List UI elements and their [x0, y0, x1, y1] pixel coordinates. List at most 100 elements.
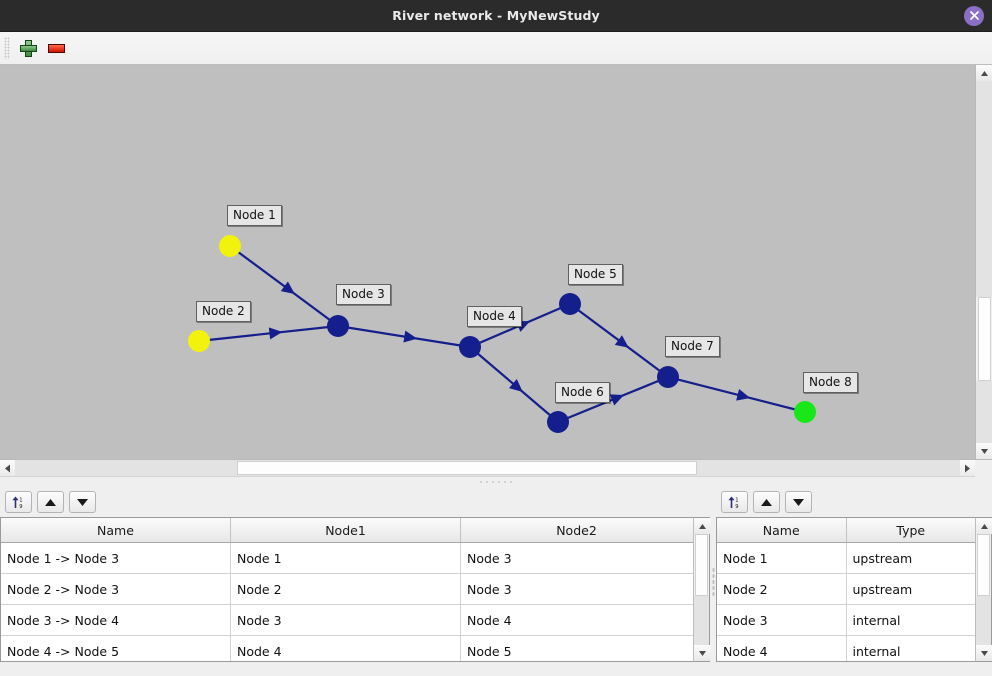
table-cell[interactable]: Node 2 -> Node 3: [1, 574, 231, 604]
reaches-scroll-thumb[interactable]: [695, 534, 708, 596]
reaches-sort-button[interactable]: 1 9: [5, 491, 32, 513]
node-table-row[interactable]: Node 4 internal: [717, 636, 975, 661]
node-label[interactable]: Node 3: [336, 284, 391, 305]
node-label[interactable]: Node 6: [555, 382, 610, 403]
reaches-move-up-button[interactable]: [37, 491, 64, 513]
nodes-toolbar: 1 9: [716, 487, 992, 517]
graph-node[interactable]: [188, 330, 210, 352]
canvas-vscroll-thumb[interactable]: [978, 297, 991, 381]
nodes-table-scrollbar[interactable]: [975, 517, 992, 662]
add-node-button[interactable]: [14, 34, 42, 62]
nodes-move-down-button[interactable]: [785, 491, 812, 513]
table-cell[interactable]: Node 4: [467, 612, 512, 628]
edge-line[interactable]: [667, 375, 806, 414]
table-cell[interactable]: Node 2: [231, 574, 461, 604]
table-cell[interactable]: Node 1: [231, 543, 461, 573]
graph-node[interactable]: [547, 411, 569, 433]
table-cell[interactable]: upstream: [852, 581, 913, 597]
canvas-hscroll-thumb[interactable]: [237, 461, 697, 475]
scroll-left-icon[interactable]: [0, 460, 15, 476]
node-table-row[interactable]: Node 2 upstream: [717, 574, 975, 605]
edge-line[interactable]: [337, 324, 471, 349]
table-cell[interactable]: upstream: [852, 550, 913, 566]
network-diagram[interactable]: Node 1 Node 2 Node 3 Node 4 Node 5 Node 6 Node…: [0, 65, 975, 459]
close-icon[interactable]: [964, 5, 984, 26]
canvas-vscroll-track-upper[interactable]: [976, 81, 992, 297]
edge-arrow-icon: [403, 330, 418, 343]
node-label[interactable]: Node 1: [227, 205, 282, 226]
table-cell[interactable]: Node 4: [231, 636, 461, 661]
column-header-name[interactable]: Name: [1, 518, 231, 542]
edge-arrow-icon: [609, 394, 624, 406]
table-cell[interactable]: Node 4: [717, 636, 847, 661]
graph-node[interactable]: [219, 235, 241, 257]
delete-node-button[interactable]: [42, 34, 70, 62]
edge-arrow-icon: [280, 281, 295, 294]
graph-node[interactable]: [559, 293, 581, 315]
edge-line[interactable]: [198, 324, 339, 343]
node-table-row[interactable]: Node 1 upstream: [717, 543, 975, 574]
column-header-name[interactable]: Name: [717, 518, 847, 542]
canvas-horizontal-scrollbar[interactable]: [0, 459, 992, 477]
table-cell[interactable]: Node 3: [467, 550, 512, 566]
scroll-down-icon[interactable]: [976, 443, 992, 459]
table-cell[interactable]: Node 2: [717, 574, 847, 604]
canvas-vscroll-track-lower[interactable]: [976, 381, 992, 443]
nodes-scroll-thumb[interactable]: [977, 534, 990, 596]
reaches-scroll-up-icon[interactable]: [694, 518, 711, 534]
nodes-scroll-up-icon[interactable]: [976, 518, 992, 534]
nodes-sort-button[interactable]: 1 9: [721, 491, 748, 513]
reaches-panel-footer: [0, 662, 710, 676]
reaches-move-down-button[interactable]: [69, 491, 96, 513]
table-cell[interactable]: Node 3 -> Node 4: [1, 605, 231, 635]
triangle-up-icon: [45, 498, 56, 506]
scroll-right-icon[interactable]: [960, 460, 975, 476]
canvas-vertical-scrollbar[interactable]: [975, 65, 992, 459]
vertical-splitter[interactable]: [710, 487, 716, 676]
column-header-type[interactable]: Type: [896, 522, 926, 538]
table-cell[interactable]: internal: [852, 643, 901, 659]
node-label[interactable]: Node 7: [665, 336, 720, 357]
table-cell[interactable]: internal: [852, 612, 901, 628]
column-header-node2[interactable]: Node2: [556, 522, 597, 538]
graph-node[interactable]: [657, 366, 679, 388]
scrollbar-corner: [975, 460, 992, 477]
nodes-move-up-button[interactable]: [753, 491, 780, 513]
graph-node[interactable]: [459, 336, 481, 358]
horizontal-splitter[interactable]: [0, 476, 992, 487]
node-label[interactable]: Node 4: [467, 306, 522, 327]
reaches-scroll-down-icon[interactable]: [694, 645, 711, 661]
node-label[interactable]: Node 2: [196, 301, 251, 322]
node-label[interactable]: Node 5: [568, 264, 623, 285]
table-cell[interactable]: Node 3: [231, 605, 461, 635]
column-header-node1[interactable]: Node1: [231, 518, 461, 542]
nodes-scroll-down-icon[interactable]: [976, 645, 992, 661]
table-cell[interactable]: Node 1 -> Node 3: [1, 543, 231, 573]
scroll-up-icon[interactable]: [976, 65, 992, 81]
node-label[interactable]: Node 8: [803, 372, 858, 393]
edge-line[interactable]: [229, 245, 339, 327]
table-cell[interactable]: Node 3: [717, 605, 847, 635]
node-table-row[interactable]: Node 3 internal: [717, 605, 975, 636]
toolbar-grip[interactable]: [4, 37, 10, 59]
table-cell[interactable]: Node 1: [717, 543, 847, 573]
nodes-scroll-track[interactable]: [976, 596, 991, 646]
canvas-hscroll-track[interactable]: [15, 460, 960, 476]
table-cell[interactable]: Node 4 -> Node 5: [1, 636, 231, 661]
reaches-table-scrollbar[interactable]: [693, 517, 711, 662]
reaches-scroll-track[interactable]: [694, 596, 709, 646]
graph-node[interactable]: [327, 315, 349, 337]
table-cell[interactable]: Node 5: [467, 643, 512, 659]
graph-node[interactable]: [794, 401, 816, 423]
table-cell[interactable]: Node 3: [467, 581, 512, 597]
